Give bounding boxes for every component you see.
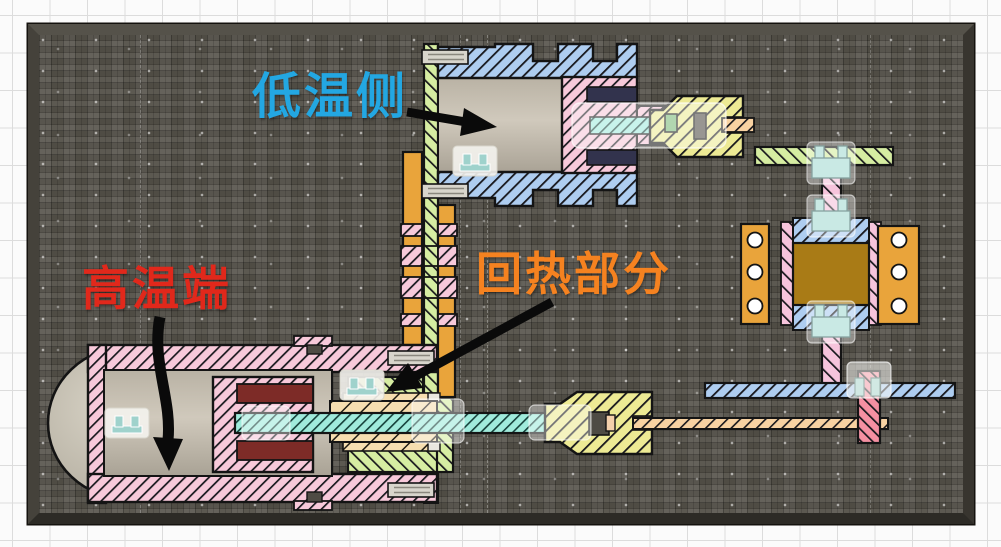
selection-highlight	[846, 361, 892, 399]
fixed-joint-marker	[339, 369, 385, 401]
selection-highlight	[571, 102, 727, 149]
selection-highlight	[241, 405, 291, 441]
hot-seal-bottom	[236, 440, 314, 461]
arrow-regenerator	[386, 298, 555, 392]
grid-guide-line	[140, 35, 141, 513]
hot-wall-top	[86, 343, 439, 374]
cold-piston-seal-top	[586, 86, 638, 103]
fixed-joint-marker	[104, 407, 150, 439]
selection-highlight	[528, 404, 592, 441]
selection-highlight	[411, 398, 465, 444]
label-regenerator: 回热部分	[476, 247, 672, 301]
cold-piston-seal-bottom	[586, 149, 638, 166]
label-hot-end: 高温端	[82, 262, 232, 317]
flange-bolt	[387, 482, 435, 498]
hot-wall-notch	[306, 491, 323, 503]
crank-arm[interactable]	[846, 361, 892, 445]
hot-wall-notch	[306, 344, 323, 355]
flange-bolt	[421, 183, 469, 199]
cooler-finned-wall-top	[436, 42, 639, 80]
shaft-clamp-joint	[806, 141, 856, 185]
arrow-cold-side	[406, 107, 497, 136]
actuator-coil-block	[791, 241, 871, 307]
shaft-clamp-joint	[806, 300, 856, 344]
shaft-clamp-joint	[806, 194, 856, 238]
fixed-joint-marker	[452, 145, 498, 177]
arrow-hot-end	[152, 315, 183, 471]
cold-clevis-link[interactable]	[648, 94, 755, 159]
regenerator-column[interactable]	[400, 42, 458, 504]
flange-bolt	[421, 49, 469, 65]
clevis-slot	[693, 112, 707, 140]
rocker-bar-bottom	[703, 381, 957, 400]
label-cold-side: 低温侧	[252, 68, 409, 125]
grid-guide-line	[460, 35, 461, 513]
actuator-bracket-left	[739, 222, 771, 326]
grid-guide-line	[487, 35, 488, 513]
hot-seal-top	[236, 383, 314, 404]
crank-connecting-rod[interactable]	[632, 417, 889, 430]
cooler-finned-wall-bottom	[436, 170, 639, 208]
hot-wall-bottom	[86, 472, 439, 504]
clevis-pin	[664, 113, 678, 133]
actuator-plate-left	[780, 221, 794, 326]
rocker-bottom[interactable]	[703, 381, 957, 400]
cold-cylinder[interactable]	[421, 42, 668, 208]
annotation-arrows	[152, 107, 555, 471]
actuator-bracket-right	[876, 224, 921, 326]
link-rod-stub	[721, 117, 755, 133]
flange-bolt	[387, 350, 435, 366]
clevis-pin	[605, 414, 616, 432]
regenerator-matrix	[400, 223, 458, 327]
